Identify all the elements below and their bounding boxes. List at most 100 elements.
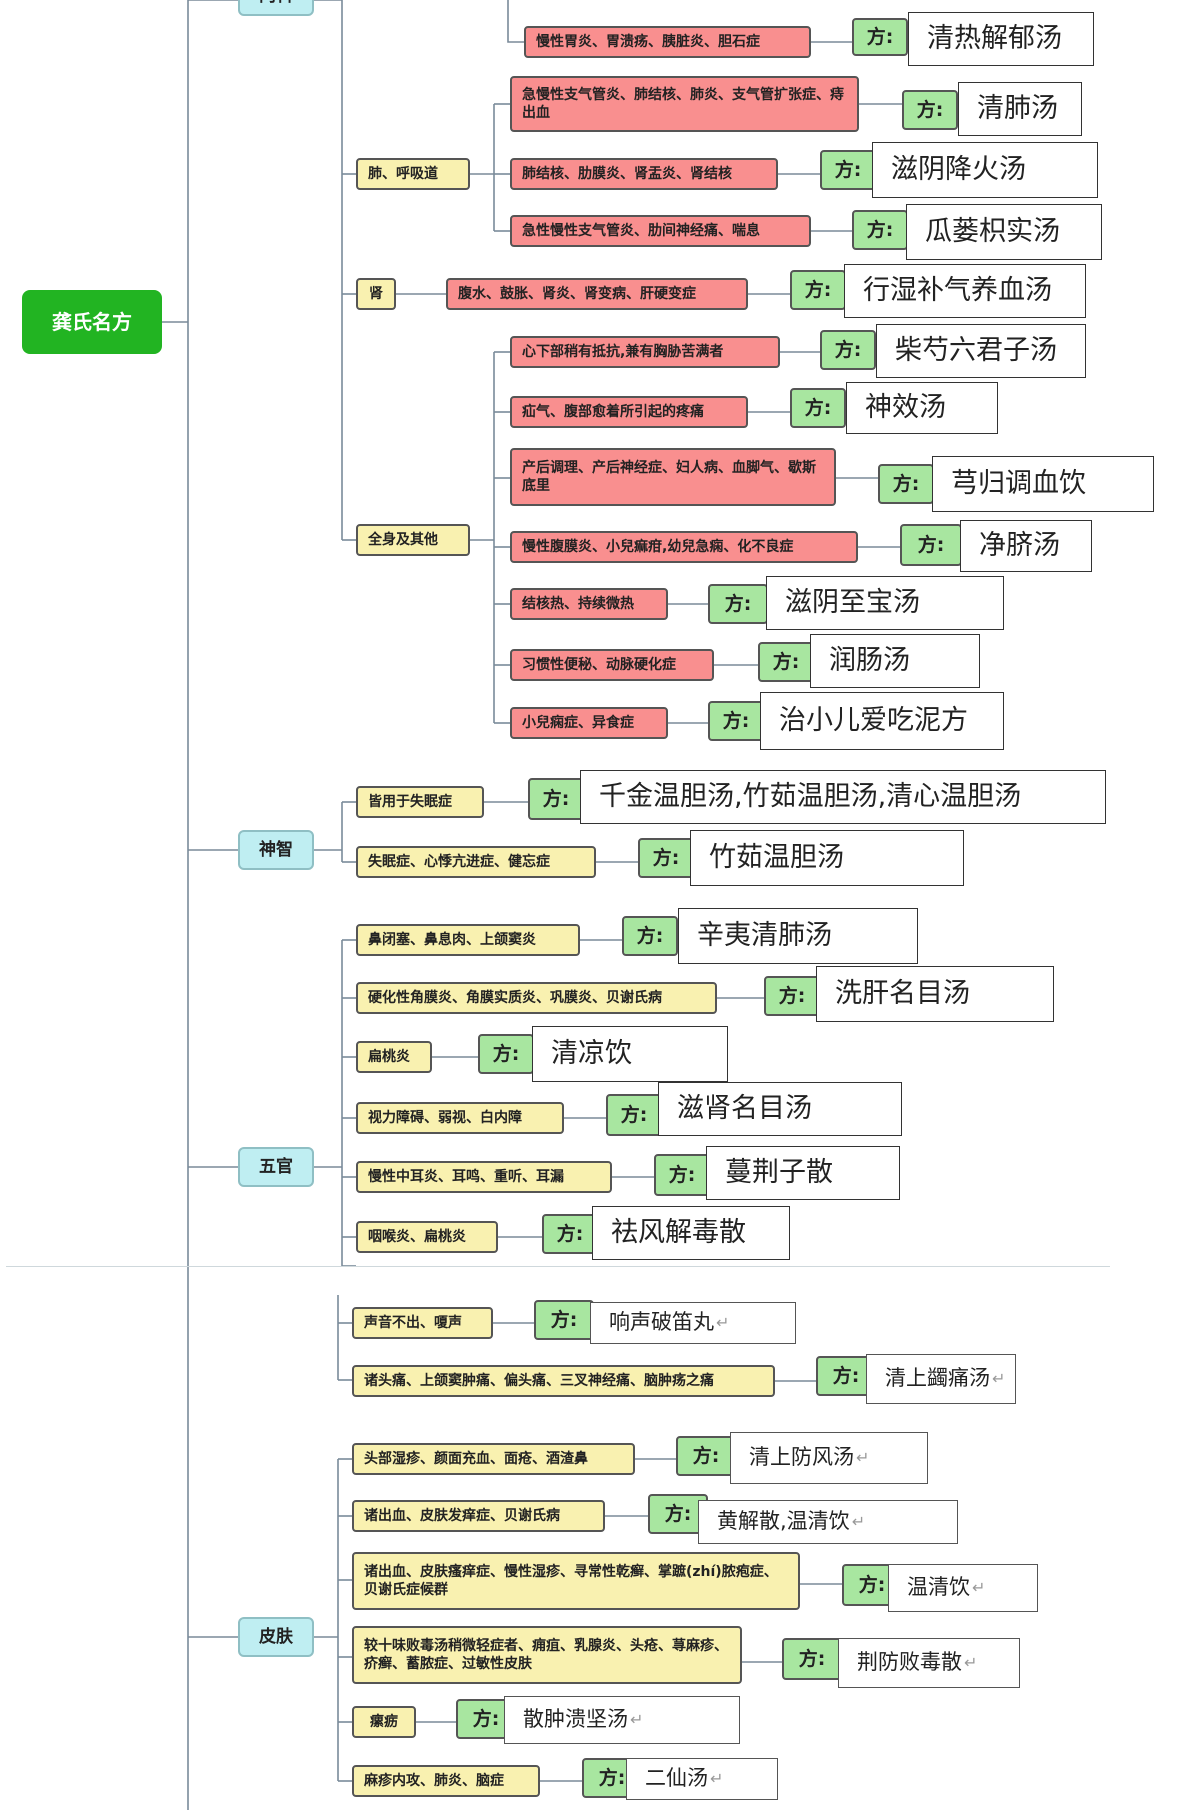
symptom-box[interactable]: 小兒痫症、异食症 <box>510 707 668 739</box>
symptom-text: 瘰疬 <box>370 1713 398 1730</box>
fang-label: 方: <box>834 338 862 361</box>
formula-box[interactable]: 竹茹温胆汤 <box>690 830 964 886</box>
formula-text: 芎归调血饮 <box>951 468 1086 500</box>
formula-text: 辛夷清肺汤 <box>697 920 832 952</box>
fang-tag: 方: <box>902 90 958 130</box>
category-label: 皮肤 <box>259 1626 293 1647</box>
formula-box[interactable]: 祛风解毒散 <box>592 1206 790 1260</box>
fang-label: 方: <box>692 1444 720 1467</box>
symptom-box[interactable]: 肺结核、肋膜炎、肾盂炎、肾结核 <box>510 158 778 190</box>
symptom-box[interactable]: 习惯性便秘、动脉硬化症 <box>510 649 714 681</box>
symptom-box[interactable]: 诸出血、皮肤瘙痒症、慢性湿疹、寻常性乾癣、掌蹠(zhí)脓疱症、贝谢氏症候群 <box>352 1552 800 1610</box>
formula-box[interactable]: 清上蠲痛汤↵ <box>866 1354 1016 1404</box>
subgroup-quanshen[interactable]: 全身及其他 <box>356 524 470 556</box>
symptom-box[interactable]: 慢性胃炎、胃溃疡、胰脏炎、胆石症 <box>524 26 811 58</box>
symptom-box[interactable]: 诸出血、皮肤发痒症、贝谢氏病 <box>352 1500 605 1532</box>
symptom-text: 肺结核、肋膜炎、肾盂炎、肾结核 <box>522 165 732 182</box>
symptom-text: 诸出血、皮肤瘙痒症、慢性湿疹、寻常性乾癣、掌蹠(zhí)脓疱症、贝谢氏症候群 <box>364 1563 778 1598</box>
formula-text: 荆防败毒散 <box>857 1650 962 1675</box>
symptom-box[interactable]: 皆用于失眠症 <box>356 786 484 818</box>
symptom-box[interactable]: 视力障碍、弱视、白内障 <box>356 1102 564 1134</box>
symptom-text: 腹水、鼓胀、肾炎、肾变病、肝硬变症 <box>458 285 696 302</box>
return-mark: ↵ <box>856 1447 870 1467</box>
formula-box[interactable]: 二仙汤↵ <box>626 1758 778 1800</box>
formula-box[interactable]: 辛夷清肺汤 <box>678 908 918 964</box>
formula-box[interactable]: 清热解郁汤 <box>908 12 1094 66</box>
formula-box[interactable]: 洗肝名目汤 <box>816 966 1054 1022</box>
category-pifu[interactable]: 皮肤 <box>238 1617 314 1657</box>
symptom-box[interactable]: 失眠症、心悸亢进症、健忘症 <box>356 846 596 878</box>
formula-text: 清上蠲痛汤 <box>885 1366 990 1391</box>
formula-box[interactable]: 瓜蒌枳实汤 <box>906 204 1102 260</box>
formula-box[interactable]: 治小儿爱吃泥方 <box>760 692 1004 750</box>
formula-box[interactable]: 清上防风汤↵ <box>730 1432 928 1484</box>
symptom-box[interactable]: 产后调理、产后神经症、妇人病、血脚气、歇斯底里 <box>510 448 836 506</box>
formula-box[interactable]: 行湿补气养血汤 <box>844 264 1086 318</box>
formula-text: 洗肝名目汤 <box>835 978 970 1010</box>
symptom-box[interactable]: 诸头痛、上颌窦肿痛、偏头痛、三叉神经痛、脑肿疡之痛 <box>352 1365 775 1397</box>
symptom-box[interactable]: 硬化性角膜炎、角膜实质炎、巩膜炎、贝谢氏病 <box>356 982 717 1014</box>
formula-box[interactable]: 净脐汤 <box>960 520 1092 572</box>
formula-box[interactable]: 润肠汤 <box>810 634 980 688</box>
category-wuguan[interactable]: 五官 <box>238 1147 314 1187</box>
symptom-box[interactable]: 慢性中耳炎、耳鸣、重听、耳漏 <box>356 1161 612 1193</box>
formula-text: 散肿溃坚汤 <box>523 1707 628 1732</box>
symptom-text: 疝气、腹部愈着所引起的疼痛 <box>522 403 704 420</box>
category-shenzhi[interactable]: 神智 <box>238 830 314 870</box>
formula-box[interactable]: 滋阴至宝汤 <box>766 576 1004 630</box>
symptom-text: 咽喉炎、扁桃炎 <box>368 1228 466 1245</box>
symptom-box[interactable]: 腹水、鼓胀、肾炎、肾变病、肝硬变症 <box>446 278 748 310</box>
fang-tag: 方: <box>852 210 908 250</box>
symptom-box[interactable]: 头部湿疹、颜面充血、面疮、酒渣鼻 <box>352 1443 635 1475</box>
symptom-text: 结核热、持续微热 <box>522 595 634 612</box>
formula-box[interactable]: 滋肾名目汤 <box>658 1082 902 1136</box>
root-node[interactable]: 龚氏名方 <box>22 290 162 354</box>
formula-box[interactable]: 清凉饮 <box>532 1026 728 1082</box>
formula-box[interactable]: 荆防败毒散↵ <box>838 1638 1020 1688</box>
symptom-text: 习惯性便秘、动脉硬化症 <box>522 656 676 673</box>
symptom-box[interactable]: 瘰疬 <box>352 1706 416 1738</box>
symptom-box[interactable]: 扁桃炎 <box>356 1041 432 1073</box>
symptom-box[interactable]: 声音不出、嗄声 <box>352 1307 493 1339</box>
category-neike[interactable]: 内科 <box>238 0 314 16</box>
symptom-box[interactable]: 麻疹内攻、肺炎、脑症 <box>352 1765 540 1797</box>
fang-label: 方: <box>598 1766 626 1789</box>
formula-box[interactable]: 清肺汤 <box>958 82 1082 136</box>
symptom-box[interactable]: 急性慢性支气管炎、肋间神经痛、喘息 <box>510 215 811 247</box>
formula-box[interactable]: 黄解散,温清饮↵ <box>698 1500 958 1544</box>
symptom-box[interactable]: 咽喉炎、扁桃炎 <box>356 1221 498 1253</box>
formula-box[interactable]: 蔓荆子散 <box>706 1146 900 1200</box>
formula-box[interactable]: 响声破笛丸↵ <box>590 1302 796 1344</box>
symptom-box[interactable]: 心下部稍有抵抗,兼有胸胁苦满者 <box>510 336 780 368</box>
fang-tag: 方: <box>878 464 934 504</box>
formula-box[interactable]: 芎归调血饮 <box>932 456 1154 512</box>
subgroup-shen[interactable]: 肾 <box>356 278 396 310</box>
symptom-box[interactable]: 结核热、持续微热 <box>510 588 668 620</box>
fang-label: 方: <box>892 472 920 495</box>
formula-text: 清肺汤 <box>977 93 1058 125</box>
symptom-text: 诸出血、皮肤发痒症、贝谢氏病 <box>364 1507 560 1524</box>
formula-box[interactable]: 温清饮↵ <box>888 1564 1038 1612</box>
fang-tag: 方: <box>478 1034 534 1074</box>
fang-tag: 方: <box>622 916 678 956</box>
subgroup-label: 肾 <box>369 285 383 302</box>
symptom-box[interactable]: 慢性腹膜炎、小兒痲疳,幼兒急痫、化不良症 <box>510 531 858 563</box>
formula-box[interactable]: 散肿溃坚汤↵ <box>504 1696 740 1744</box>
symptom-box[interactable]: 鼻闭塞、鼻息肉、上颌窦炎 <box>356 924 580 956</box>
formula-box[interactable]: 柴芍六君子汤 <box>876 324 1086 378</box>
symptom-box[interactable]: 疝气、腹部愈着所引起的疼痛 <box>510 396 748 428</box>
formula-box[interactable]: 神效汤 <box>846 382 998 434</box>
symptom-box[interactable]: 较十味败毒汤稍微轻症者、痈疽、乳腺炎、头疮、荨麻疹、疥癣、蓄脓症、过敏性皮肤 <box>352 1626 742 1684</box>
fang-label: 方: <box>722 709 750 732</box>
fang-label: 方: <box>668 1163 696 1186</box>
category-label: 内科 <box>259 0 293 7</box>
fang-label: 方: <box>804 278 832 301</box>
symptom-box[interactable]: 急慢性支气管炎、肺结核、肺炎、支气管扩张症、痔出血 <box>510 76 859 132</box>
fang-label: 方: <box>652 846 680 869</box>
formula-box[interactable]: 滋阴降火汤 <box>872 142 1098 198</box>
formula-box[interactable]: 千金温胆汤,竹茹温胆汤,清心温胆汤 <box>580 770 1106 824</box>
fang-label: 方: <box>772 650 800 673</box>
subgroup-fei[interactable]: 肺、呼吸道 <box>356 158 470 190</box>
fang-tag: 方: <box>820 150 876 190</box>
fang-label: 方: <box>636 924 664 947</box>
